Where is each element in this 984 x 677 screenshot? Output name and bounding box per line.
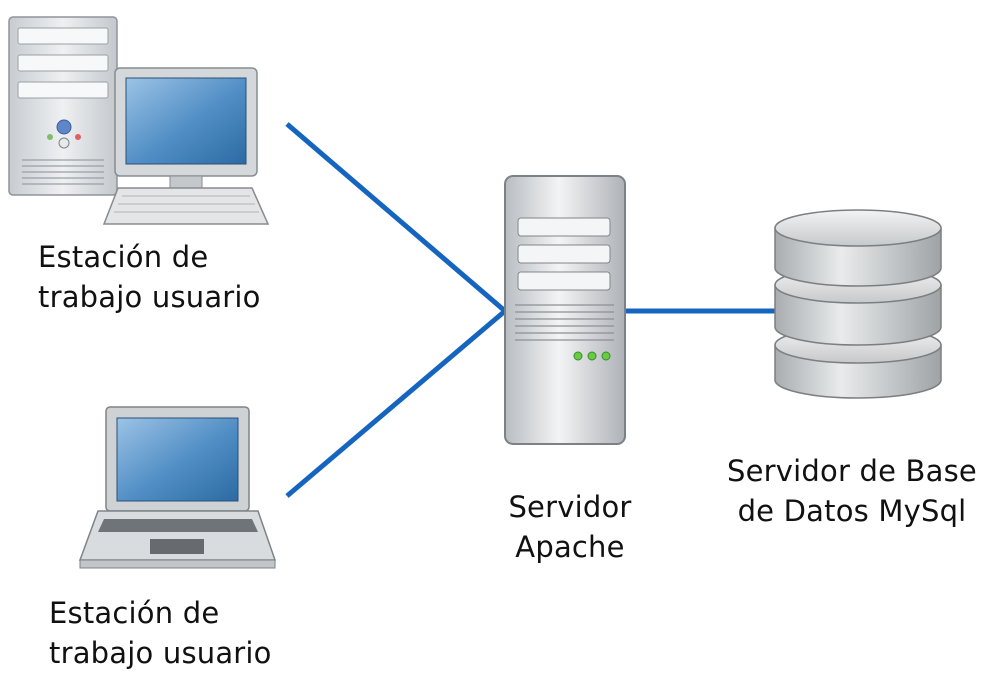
mysql-label-line1: Servidor de Base	[727, 454, 977, 488]
apache-label-line1: Servidor	[508, 490, 632, 524]
connectors	[285, 122, 780, 498]
desktop-computer-icon	[8, 16, 270, 225]
laptop-label-line1: Estación de	[49, 596, 220, 630]
workstation-label-line2: trabajo usuario	[38, 280, 261, 314]
laptop-label: Estación de trabajo usuario	[49, 593, 272, 673]
apache-label: Servidor Apache	[500, 487, 640, 567]
database-icon	[774, 209, 942, 399]
laptop-icon	[78, 406, 277, 569]
mysql-label: Servidor de Base de Datos MySql	[722, 451, 982, 531]
workstation-label: Estación de trabajo usuario	[38, 237, 261, 317]
connector-workstation-apache	[285, 122, 507, 313]
apache-label-line2: Apache	[515, 530, 625, 564]
connector-laptop-apache	[285, 309, 507, 498]
mysql-label-line2: de Datos MySql	[737, 494, 967, 528]
server-tower-icon	[504, 175, 626, 445]
workstation-label-line1: Estación de	[38, 240, 209, 274]
laptop-label-line2: trabajo usuario	[49, 636, 272, 670]
